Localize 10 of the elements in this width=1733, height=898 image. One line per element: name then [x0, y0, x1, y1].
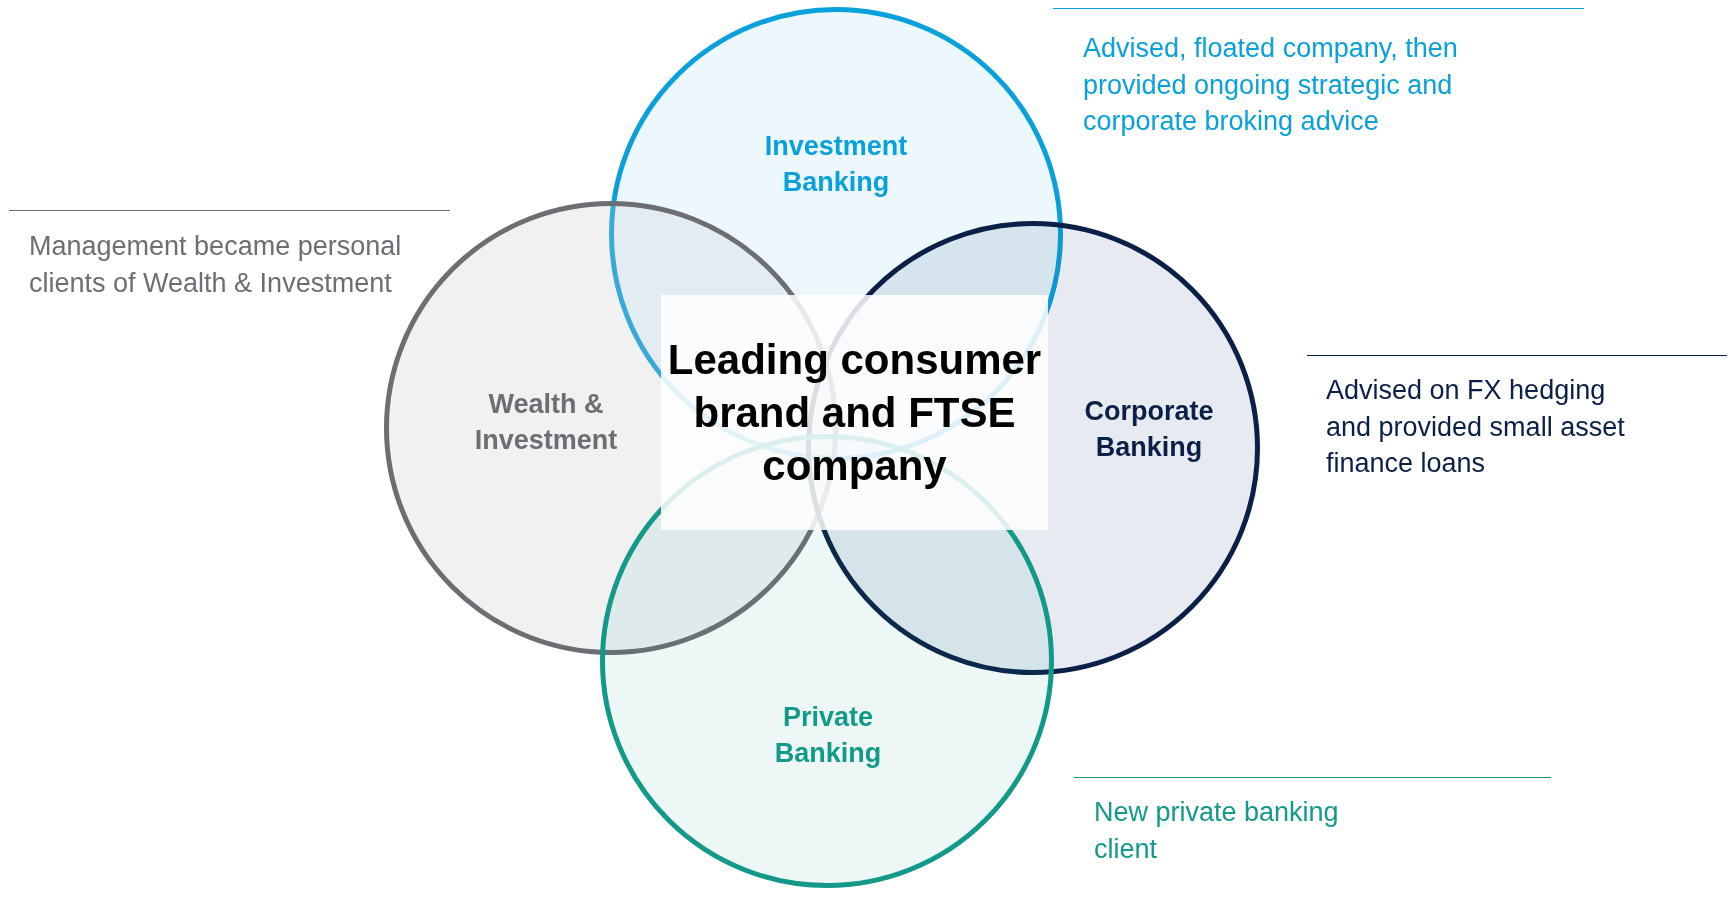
center-box	[661, 295, 1048, 530]
note-text: Advised, floated company, then provided ongoing strategic and corporate broking advice	[1083, 32, 1459, 138]
note-text: Advised on FX hedging and provided small asset finance loans	[1326, 374, 1626, 480]
center-heading: Leading consumer brand and FTSE company	[666, 335, 1043, 491]
note-text: Management became personal clients of Wealth & Investment	[29, 230, 403, 300]
circle-label: Private Banking	[773, 701, 883, 770]
circle-label: Wealth & Investment	[473, 388, 619, 457]
circle-label: Corporate Banking	[1083, 395, 1215, 464]
note-text: New private banking client	[1094, 796, 1340, 866]
circle-label: Investment Banking	[763, 130, 909, 199]
